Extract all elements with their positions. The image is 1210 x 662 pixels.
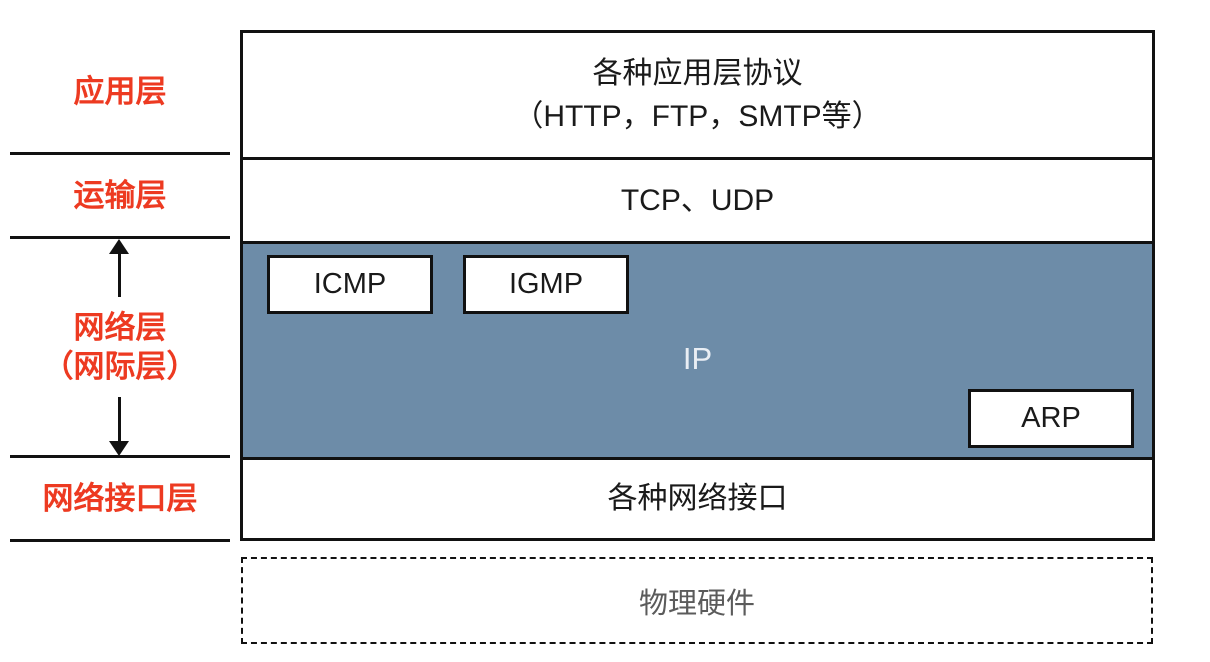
- network-layer-box: ICMP IGMP IP ARP: [243, 241, 1152, 457]
- left-divider-3: [10, 455, 230, 458]
- arrow-down-shaft: [118, 397, 121, 443]
- left-divider-1: [10, 152, 230, 155]
- arrow-up-shaft: [118, 252, 121, 297]
- arp-label: ARP: [1021, 402, 1081, 435]
- protocol-stack: 各种应用层协议 （HTTP，FTP，SMTP等） TCP、UDP ICMP IG…: [240, 30, 1155, 541]
- layer-label-network-text: 网络层: [73, 310, 167, 346]
- application-protocols-box: 各种应用层协议 （HTTP，FTP，SMTP等）: [243, 33, 1152, 157]
- layer-label-interface: 网络接口层: [10, 457, 230, 541]
- network-interface-box: 各种网络接口: [243, 457, 1152, 538]
- igmp-label: IGMP: [508, 268, 584, 301]
- layer-label-application-text: 应用层: [73, 73, 167, 109]
- left-divider-4: [10, 539, 230, 542]
- network-interface-label: 各种网络接口: [607, 482, 788, 516]
- igmp-box: IGMP: [463, 255, 629, 314]
- icmp-box: ICMP: [267, 255, 433, 314]
- application-protocols-line1: 各种应用层协议: [592, 56, 803, 90]
- icmp-label: ICMP: [313, 268, 387, 301]
- ip-label: IP: [682, 341, 713, 376]
- layer-label-network: 网络层 （网际层）: [10, 300, 230, 396]
- arrow-down-icon: [109, 441, 129, 456]
- layer-label-application: 应用层: [10, 30, 230, 154]
- transport-protocols-label: TCP、UDP: [620, 183, 775, 217]
- transport-protocols-box: TCP、UDP: [243, 157, 1152, 241]
- layer-label-network-subtext: （网际层）: [42, 349, 198, 384]
- application-protocols-line2: （HTTP，FTP，SMTP等）: [513, 100, 882, 133]
- layer-label-transport-text: 运输层: [73, 177, 167, 213]
- layer-label-interface-text: 网络接口层: [42, 480, 198, 516]
- layer-label-transport: 运输层: [10, 154, 230, 238]
- arrow-up-icon: [109, 239, 129, 254]
- left-divider-2: [10, 236, 230, 239]
- physical-hardware-box: 物理硬件: [241, 557, 1153, 644]
- physical-hardware-label: 物理硬件: [638, 587, 755, 620]
- arp-box: ARP: [968, 389, 1134, 448]
